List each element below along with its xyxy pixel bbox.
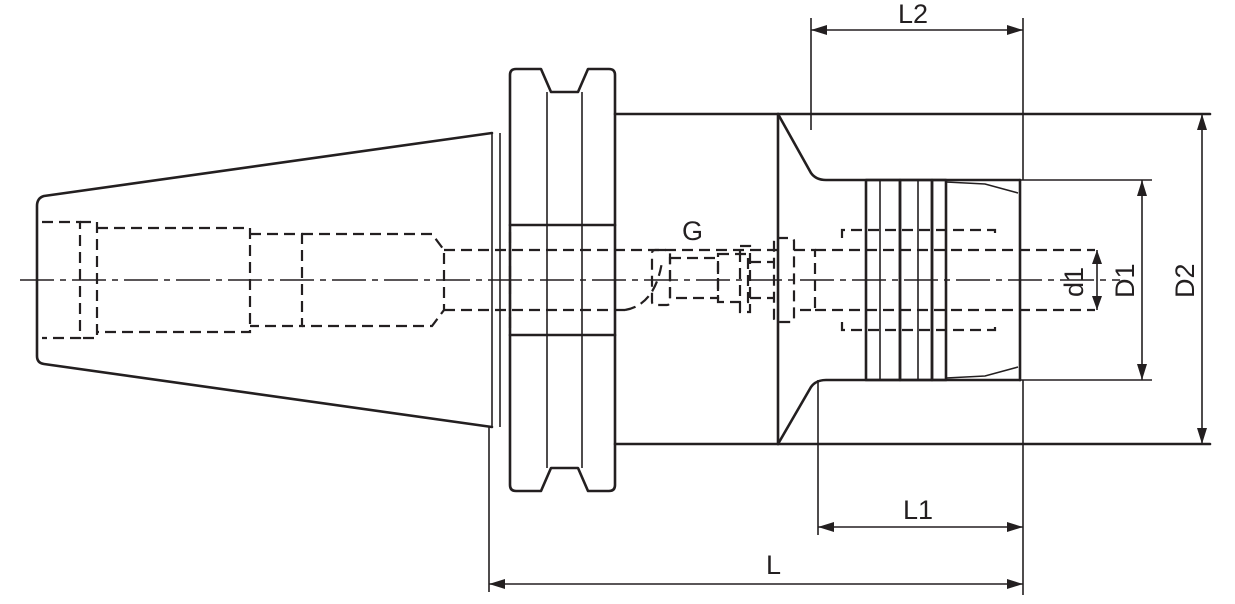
clamping-rings	[864, 178, 1019, 382]
dimension-d1	[1092, 250, 1102, 310]
dimension-D2	[1197, 114, 1207, 444]
label-D1: D1	[1110, 263, 1140, 298]
dimension-l2	[810, 18, 1024, 180]
adjusting-screw	[650, 236, 817, 324]
label-l: L	[766, 550, 781, 580]
hidden-bore	[42, 220, 778, 340]
taper-shank	[35, 131, 501, 429]
collet-slots	[815, 228, 1095, 332]
label-D2: D2	[1170, 263, 1200, 298]
flange	[508, 67, 617, 493]
label-d1-small: d1	[1059, 267, 1089, 297]
dimension-l	[488, 427, 1023, 592]
label-l2: L2	[898, 0, 928, 29]
label-g: G	[682, 216, 703, 246]
label-l1: L1	[903, 495, 933, 525]
dimension-D1	[1020, 179, 1152, 381]
dimension-l1	[817, 380, 1024, 595]
